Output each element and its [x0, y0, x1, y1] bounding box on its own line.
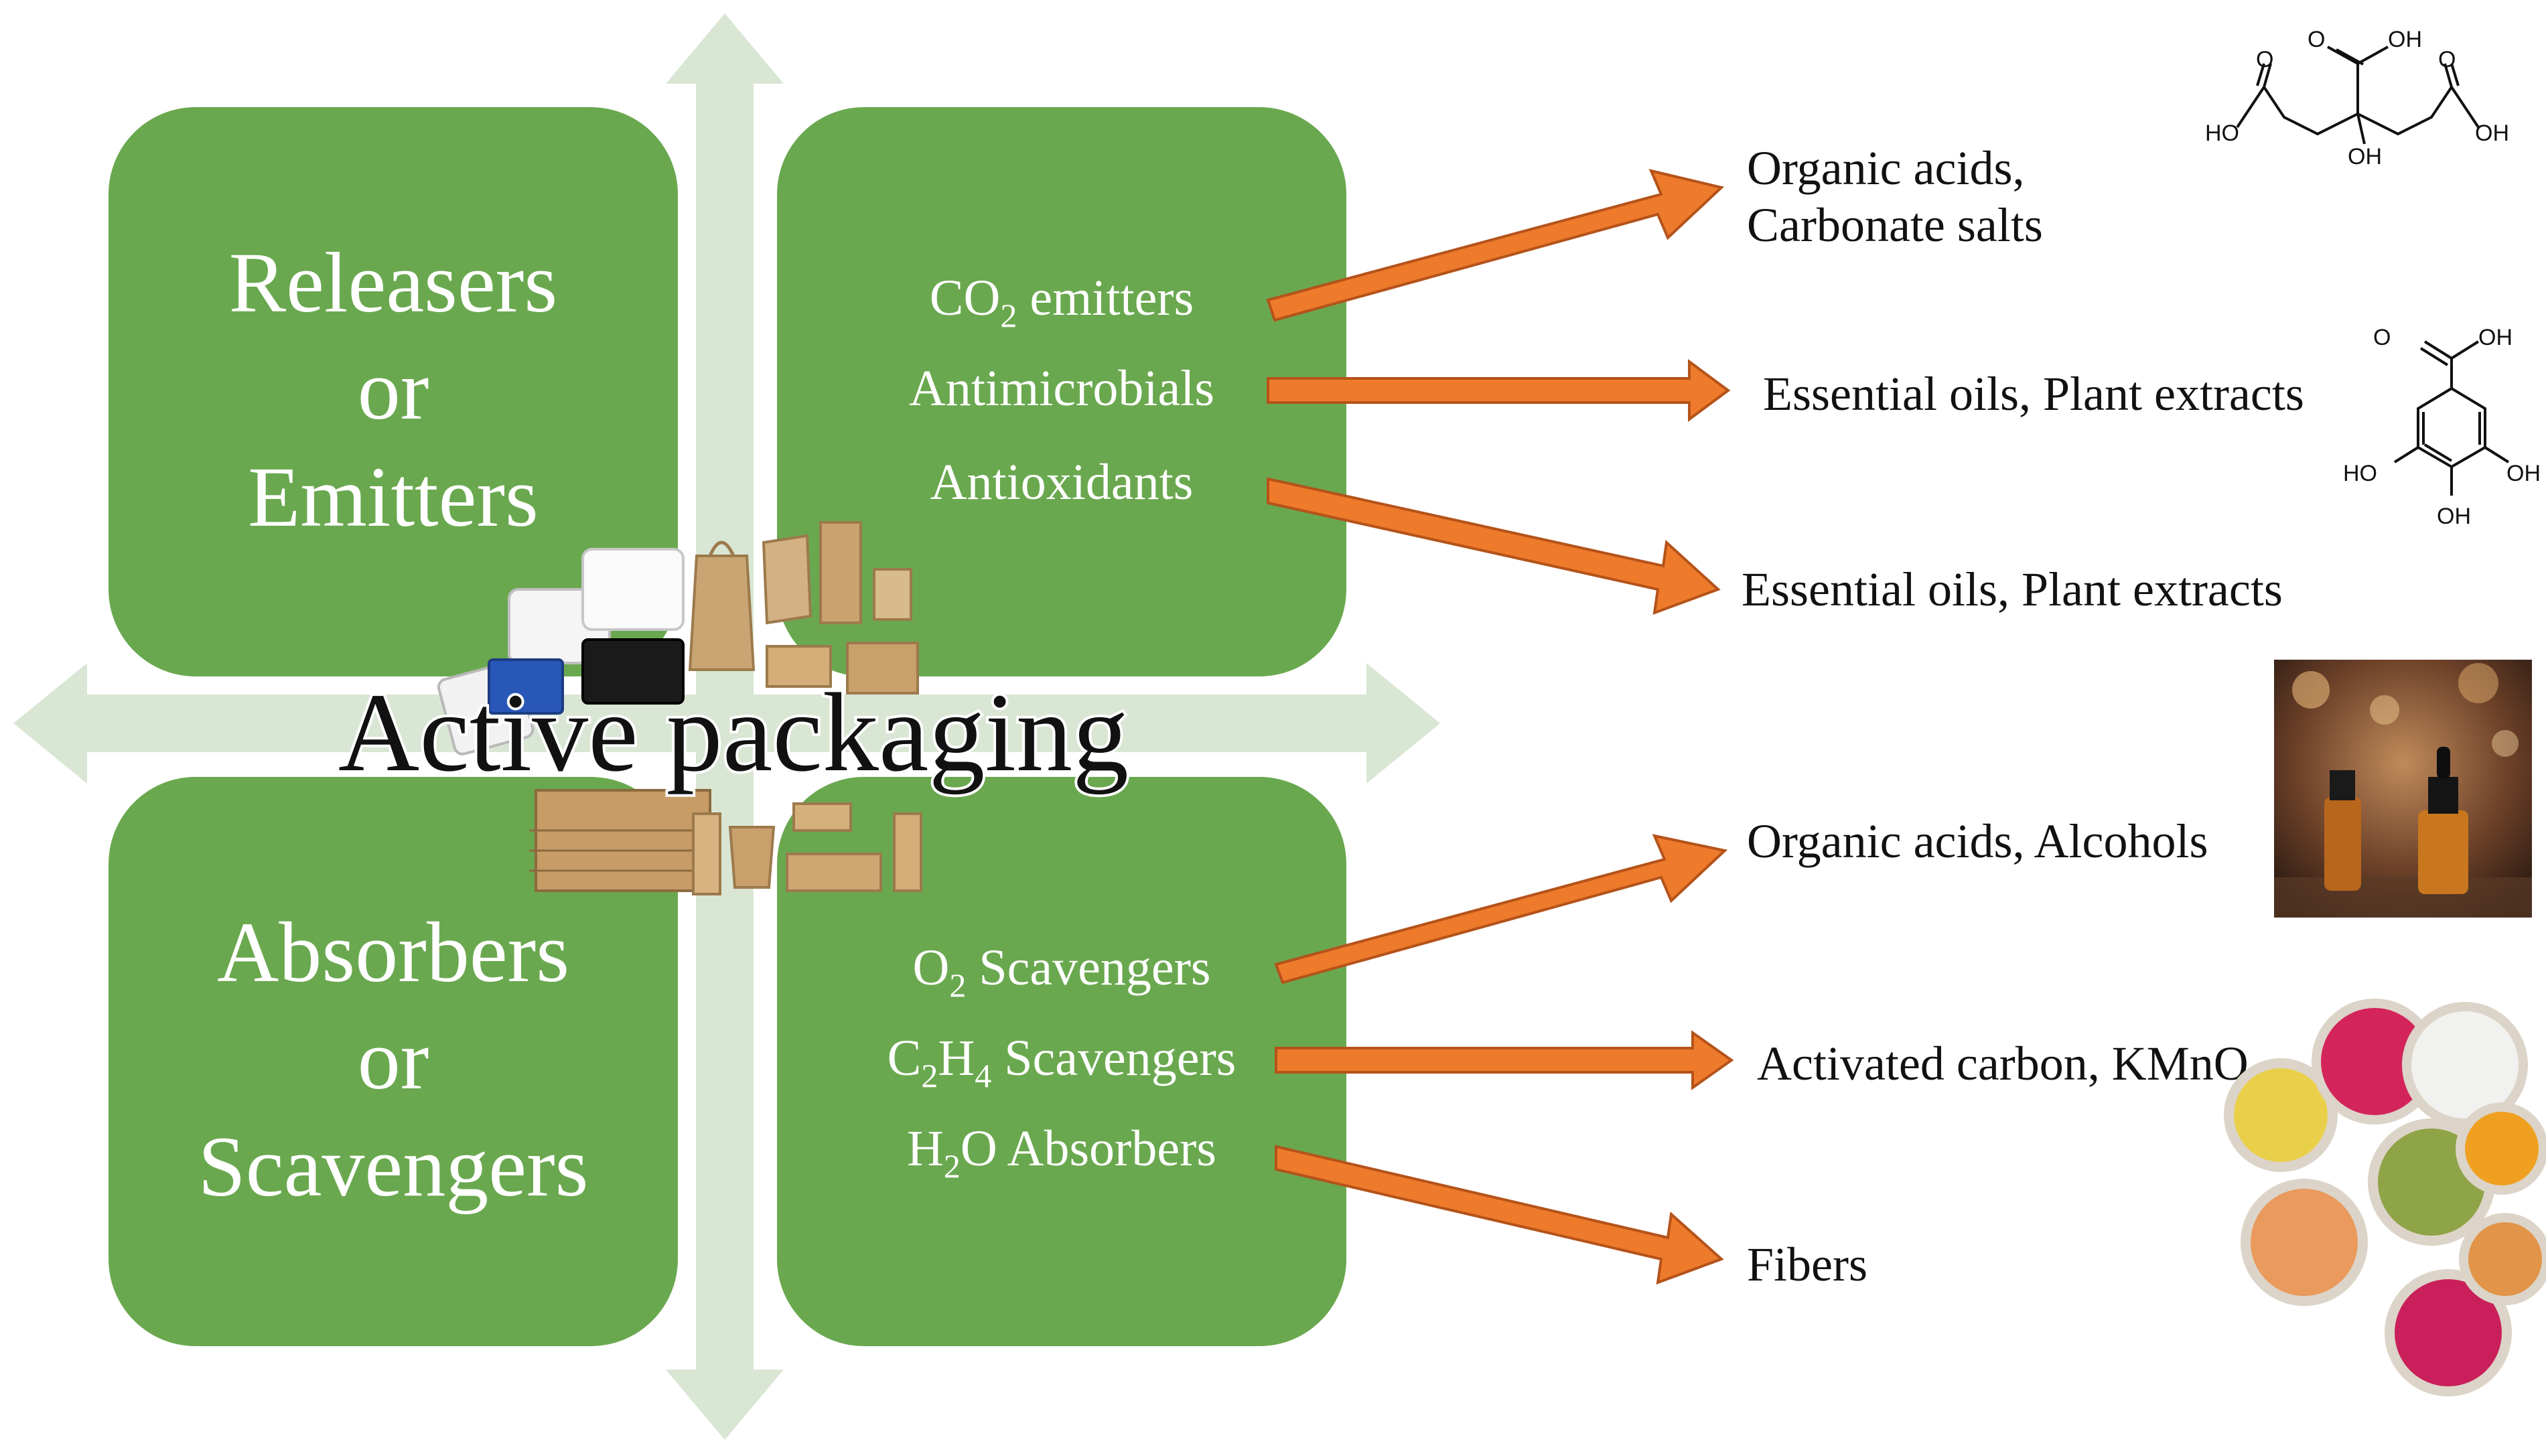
item-h2o-absorbers: H2O Absorbers [907, 1120, 1216, 1185]
item-co2-emitters: CO2 emitters [930, 270, 1194, 334]
svg-text:OH: OH [2506, 461, 2541, 486]
arrow-h2o [1275, 1145, 1724, 1285]
output-c2h4: Activated carbon, KMnO4 [1757, 1037, 2265, 1099]
svg-text:O: O [2256, 47, 2273, 72]
arrow-antioxidants [1267, 477, 1721, 615]
svg-text:O: O [2438, 47, 2456, 72]
svg-text:OH: OH [2475, 121, 2509, 146]
svg-text:O: O [2373, 325, 2391, 350]
output-antioxidants: Essential oils, Plant extracts [1742, 563, 2283, 616]
item-antimicrobials: Antimicrobials [909, 360, 1214, 417]
item-antioxidants: Antioxidants [930, 454, 1194, 510]
quadrant-releasers [109, 107, 678, 676]
output-antimicrobials: Essential oils, Plant extracts [1763, 367, 2304, 421]
arrow-antimicrobials [1267, 359, 1731, 422]
svg-text:OH: OH [2437, 504, 2471, 529]
center-title: Active packaging [338, 670, 1129, 795]
quadrant-scavenger-items [777, 777, 1346, 1346]
output-h2o: Fibers [1747, 1238, 1867, 1291]
svg-text:OH: OH [2348, 144, 2382, 169]
absorbers-label-line-1: Absorbers [217, 905, 569, 1000]
arrow-o2 [1274, 834, 1728, 985]
svg-text:OH: OH [2388, 27, 2422, 52]
output-texts: Organic acids, Carbonate salts Essential… [1742, 141, 2304, 1291]
essential-oil-photo [2274, 660, 2532, 918]
output-co2-line-2: Carbonate salts [1747, 198, 2043, 252]
gallic-acid-structure: O OH HO OH OH [2343, 325, 2541, 529]
absorbers-label-line-2: or [358, 1012, 429, 1107]
svg-text:OH: OH [2478, 325, 2513, 350]
output-o2: Organic acids, Alcohols [1747, 814, 2208, 868]
svg-text:HO: HO [2343, 461, 2377, 486]
item-c2h4-scavengers: C2H4 Scavengers [888, 1030, 1236, 1094]
quadrants [109, 107, 1346, 1346]
background-axes [13, 13, 1440, 1440]
arrow-c2h4 [1275, 1030, 1734, 1090]
quadrant-absorbers [109, 777, 678, 1346]
scavenger-items: O2 Scavengers C2H4 Scavengers H2O Absorb… [888, 940, 1236, 1185]
output-arrows [1266, 169, 1734, 1285]
releasers-label-line-1: Releasers [229, 235, 557, 330]
absorbers-label-line-3: Scavengers [198, 1119, 589, 1214]
absorbers-label: Absorbers or Scavengers [198, 905, 589, 1214]
emitter-items: CO2 emitters Antimicrobials Antioxidants [909, 270, 1214, 510]
svg-text:O: O [2308, 27, 2325, 52]
quadrant-emitter-items [777, 107, 1346, 676]
item-o2-scavengers: O2 Scavengers [913, 940, 1211, 1004]
output-co2-line-1: Organic acids, [1747, 141, 2025, 195]
releasers-label-line-2: or [358, 342, 429, 437]
arrow-co2 [1266, 169, 1725, 322]
colored-powders-photo [2224, 999, 2546, 1396]
packaging-items-image [437, 521, 922, 895]
citric-acid-structure: O OH O O HO OH OH [2205, 27, 2509, 169]
releasers-label-line-3: Emitters [248, 449, 539, 544]
horizontal-axis-arrow [13, 663, 1440, 784]
releasers-label: Releasers or Emitters [229, 235, 557, 544]
svg-text:HO: HO [2205, 121, 2239, 146]
